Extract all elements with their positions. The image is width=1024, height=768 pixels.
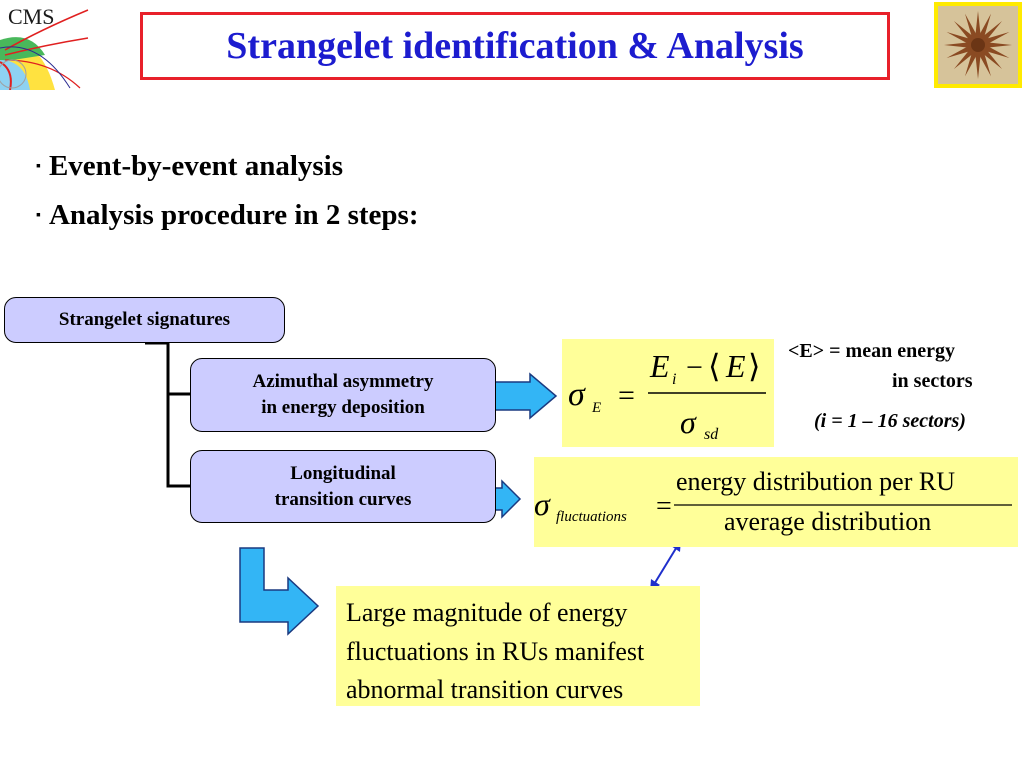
azimuthal-label-line2: in energy deposition <box>261 397 425 418</box>
note-line-3: abnormal transition curves <box>346 675 624 704</box>
cms-logo-text: CMS <box>8 4 54 29</box>
denominator-sigma: σ <box>680 404 697 440</box>
page-title: Strangelet identification & Analysis <box>226 25 804 67</box>
sigma-subscript: E <box>591 400 601 416</box>
formula-sigma-fluctuations: σ fluctuations = <box>534 457 1018 547</box>
formula-sigma-e: σ E = E i − ⟨ E ⟩ σ sd <box>562 339 774 447</box>
azimuthal-asymmetry-box: Azimuthal asymmetry in energy deposition <box>190 358 496 432</box>
numerator-mean-e: E <box>725 348 746 384</box>
bullet-event-analysis: ▪ Event-by-event analysis <box>36 150 343 183</box>
longitudinal-label-line1: Longitudinal <box>290 462 396 484</box>
numerator-e: E <box>649 348 670 384</box>
bullet-marker: ▪ <box>36 207 41 223</box>
sector-range-note: (i = 1 – 16 sectors) <box>814 410 966 432</box>
fluctuations-denominator: average distribution <box>724 507 932 536</box>
denominator-subscript: sd <box>704 426 719 443</box>
sigma-fluctuations-symbol: σ <box>534 486 551 522</box>
strangelet-signatures-box: Strangelet signatures <box>4 297 285 343</box>
formula-fluctuations-svg: σ fluctuations = <box>534 486 1012 525</box>
bullet-text: Event-by-event analysis <box>48 150 344 182</box>
note-line-2: fluctuations in RUs manifest <box>346 636 645 666</box>
equals-sign: = <box>618 379 635 412</box>
cms-logo: CMS <box>0 0 90 91</box>
bullet-text: Analysis procedure in 2 steps: <box>48 199 419 231</box>
azimuthal-label-line1: Azimuthal asymmetry <box>252 371 434 392</box>
fluctuations-note-box: Large magnitude of energy fluctuations i… <box>336 586 700 706</box>
right-angle-bracket: ⟩ <box>748 348 760 384</box>
strangelet-signatures-label: Strangelet signatures <box>58 309 231 330</box>
left-angle-bracket: ⟨ <box>708 348 720 384</box>
fluctuations-numerator: energy distribution per RU <box>676 467 955 496</box>
tree-connector <box>145 341 190 488</box>
fluctuations-equals: = <box>656 491 672 522</box>
numerator-minus: − <box>686 351 703 384</box>
arrow-to-note <box>239 547 320 636</box>
numerator-subscript: i <box>672 371 676 388</box>
mean-energy-note: <E> = mean energy <box>788 340 955 362</box>
sigma-fluctuations-subscript: fluctuations <box>556 509 627 525</box>
bullet-analysis-procedure: ▪ Analysis procedure in 2 steps: <box>36 199 419 232</box>
longitudinal-curves-box: Longitudinal transition curves <box>190 450 496 523</box>
bullet-marker: ▪ <box>36 158 41 174</box>
longitudinal-label-line2: transition curves <box>274 488 412 510</box>
formula-sigma-e-svg: σ E = E i − ⟨ E ⟩ σ sd <box>568 348 766 443</box>
star-logo <box>934 2 1022 88</box>
double-arrow-line <box>652 544 679 587</box>
title-box: Strangelet identification & Analysis <box>140 12 890 80</box>
sigma-symbol: σ <box>568 376 586 413</box>
note-line-1: Large magnitude of energy <box>346 598 628 627</box>
sectors-note: in sectors <box>892 370 973 392</box>
